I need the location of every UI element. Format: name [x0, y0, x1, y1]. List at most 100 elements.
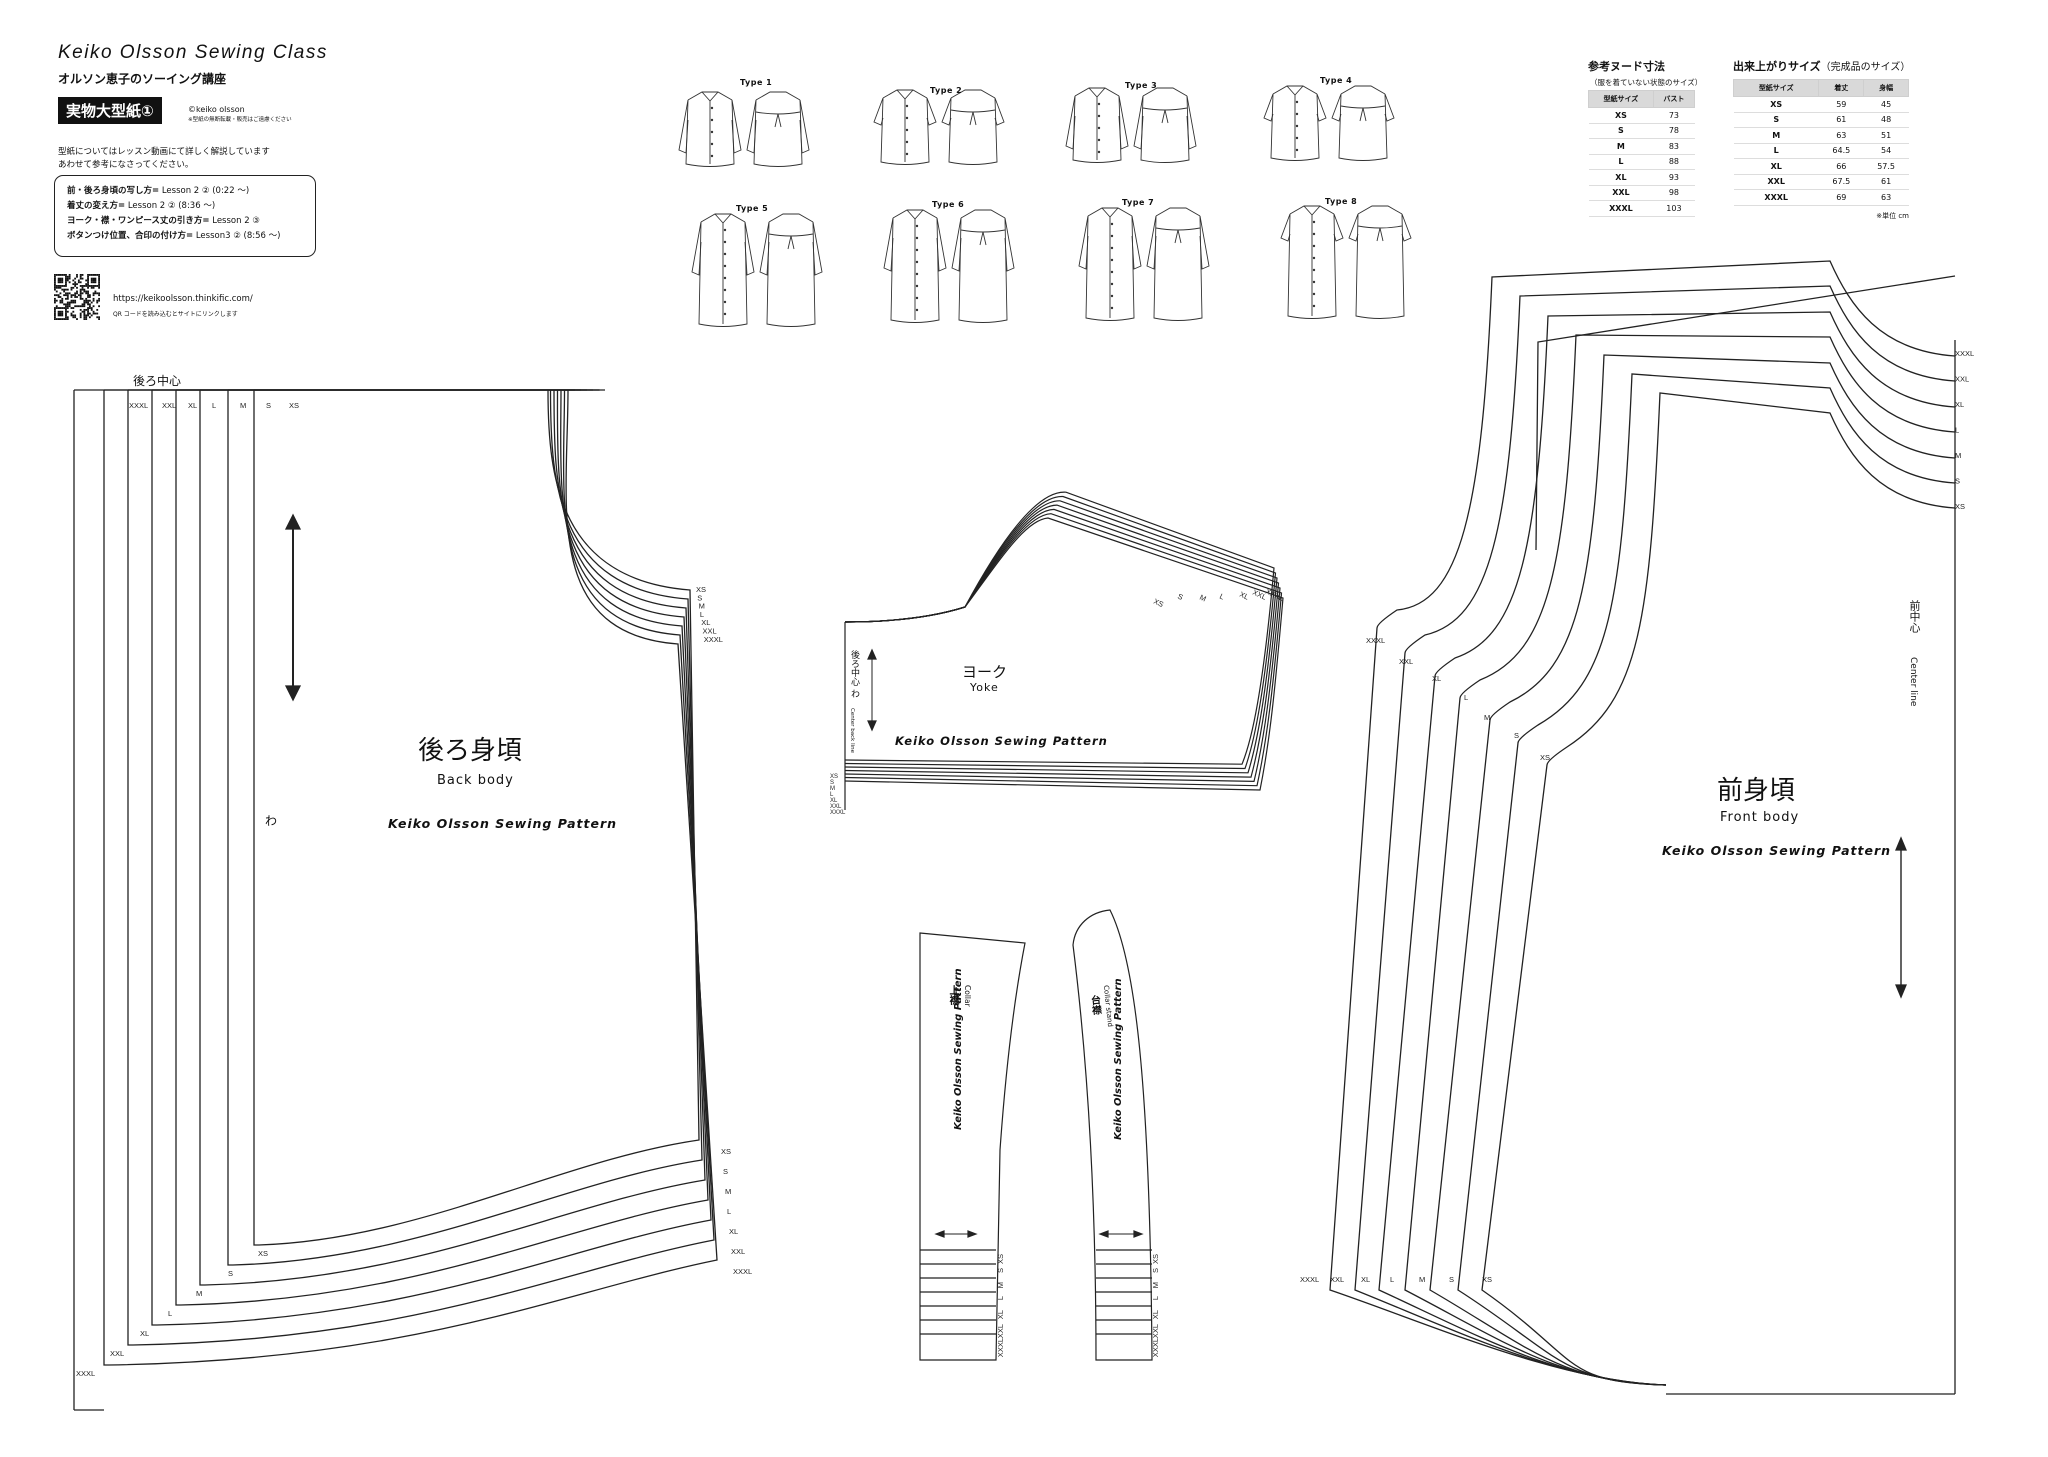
qr-module: [74, 285, 77, 287]
back-body-en: Back body: [437, 773, 514, 788]
qr-module: [59, 299, 62, 302]
garment-type-6: [883, 209, 1015, 323]
qr-module: [79, 281, 82, 284]
garment-button: [905, 152, 909, 156]
back-hem-size-label: S: [228, 1269, 233, 1278]
qr-module: [54, 307, 56, 309]
qr-module: [57, 274, 60, 276]
garment-type-illustrations: [678, 85, 1412, 327]
qr-module: [87, 296, 89, 298]
qr-module: [83, 316, 86, 319]
garment-shoulder: [892, 209, 938, 219]
garment-body: [698, 221, 748, 327]
column-header: 型紙サイズ: [1732, 79, 1820, 97]
front-armhole-size-label: S: [1514, 731, 1519, 740]
garment-sleeve: [951, 217, 962, 272]
qr-module: [54, 301, 56, 304]
back-hem-size-label: L: [168, 1309, 172, 1318]
lesson-reference-box: 前・後ろ身頃の写し方= Lesson 2 ② (0:22 〜) 着丈の変え方= …: [54, 175, 316, 257]
qr-module: [65, 307, 67, 309]
garment-sleeve: [1078, 215, 1089, 270]
qr-module: [54, 299, 56, 302]
back-side-size-label: XXL: [731, 1247, 745, 1256]
garment-sleeve: [1118, 95, 1129, 150]
qr-module: [83, 288, 86, 291]
garment-sleeve: [746, 99, 757, 154]
qr-module: [92, 277, 95, 280]
qr-module: [72, 283, 75, 286]
qr-code[interactable]: [54, 274, 100, 320]
qr-module: [96, 285, 99, 287]
lesson-label: ボタンつけ位置、合印の付け方=: [67, 231, 194, 241]
collar-pattern: [919, 932, 1026, 1361]
garment-button: [1110, 306, 1114, 310]
qr-module: [66, 277, 69, 280]
collar-size-label: XS: [996, 1254, 1005, 1264]
qr-module: [76, 292, 78, 295]
qr-module: [54, 308, 56, 311]
qr-module: [66, 292, 69, 295]
table-cell: XL: [1588, 169, 1654, 186]
yoke-center-size-label: XXXL: [830, 810, 846, 816]
front-body-pattern: [1329, 260, 1956, 1395]
qr-module: [83, 310, 86, 313]
table-cell: 61: [1818, 112, 1864, 128]
qr-module: [76, 274, 78, 276]
qr-module: [70, 299, 73, 302]
yoke-center-size-label: S: [830, 780, 834, 786]
qr-module: [63, 318, 66, 320]
back-armhole-size-label: L: [700, 610, 704, 619]
qr-module: [57, 277, 60, 280]
front-armhole-size-label: XXXL: [1366, 636, 1385, 645]
intro-note-line1: 型紙についてはレッスン動画にて詳しく解説しています: [58, 147, 270, 157]
qr-module: [65, 297, 67, 300]
lesson-label: 前・後ろ身頃の写し方=: [67, 186, 160, 196]
garment-sleeve: [883, 217, 894, 272]
qr-module: [65, 281, 67, 284]
qr-module: [55, 290, 58, 293]
qr-module: [68, 281, 71, 284]
qr-module: [72, 294, 75, 297]
qr-module: [65, 283, 67, 286]
table-cell: L: [1588, 154, 1654, 170]
qr-module: [54, 277, 56, 280]
site-url[interactable]: https://keikoolsson.thinkific.com/: [113, 294, 253, 304]
garment-yoke: [768, 233, 814, 250]
back-top-size-label: XS: [289, 401, 299, 410]
qr-module: [90, 307, 93, 309]
garment-body: [1355, 213, 1405, 319]
collar-outline: [919, 932, 1026, 1361]
front-body-outline-xl: [1378, 311, 1956, 1386]
front-shoulder-size-label: S: [1955, 477, 1960, 486]
qr-module: [66, 288, 69, 291]
grain-arrow-down: [867, 720, 877, 732]
yoke-center-size-label: XL: [830, 798, 838, 804]
qr-module: [90, 285, 93, 287]
garment-button: [915, 284, 919, 288]
qr-module: [61, 299, 64, 302]
qr-module: [55, 307, 58, 309]
qr-module: [90, 274, 93, 276]
garment-type-2: [873, 89, 1005, 165]
back-hem-size-label: XS: [258, 1249, 268, 1258]
qr-module: [96, 308, 99, 311]
qr-module: [96, 274, 99, 276]
intro-note: 型紙についてはレッスン動画にて詳しく解説しています あわせて参考になさってくださ…: [58, 146, 270, 172]
yoke-outline-xxl: [844, 495, 1277, 770]
qr-module: [79, 274, 82, 276]
front-armhole-size-label: L: [1464, 693, 1468, 702]
qr-module: [54, 283, 56, 286]
back-top-size-label: L: [212, 401, 216, 410]
qr-module: [88, 303, 91, 306]
back-hem-size-label: M: [196, 1289, 202, 1298]
yoke-size-label: L: [1218, 592, 1226, 602]
collar-size-label: XXL: [996, 1324, 1005, 1338]
qr-module: [54, 288, 56, 291]
collar-size-label: XL: [996, 1310, 1005, 1319]
garment-button: [1312, 304, 1316, 308]
qr-module: [66, 296, 69, 298]
qr-module: [76, 296, 78, 298]
